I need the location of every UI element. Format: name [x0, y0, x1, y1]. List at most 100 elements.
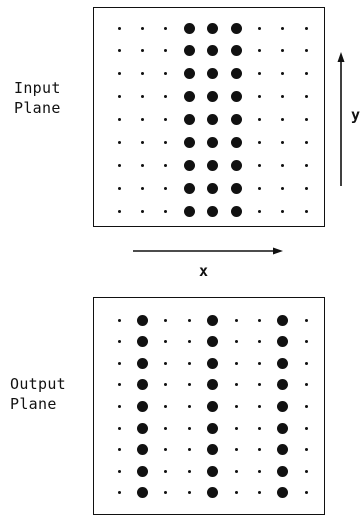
small-dot	[257, 340, 261, 344]
large-dot	[207, 465, 219, 477]
small-dot	[304, 361, 308, 365]
large-dot	[277, 336, 289, 348]
small-dot	[304, 26, 308, 30]
small-dot	[117, 72, 121, 76]
small-dot	[117, 340, 121, 344]
small-dot	[117, 26, 121, 30]
large-dot	[207, 22, 219, 34]
small-dot	[304, 469, 308, 473]
small-dot	[234, 361, 238, 365]
large-dot	[207, 68, 219, 80]
small-dot	[281, 72, 285, 76]
large-dot	[207, 114, 219, 126]
small-dot	[117, 118, 121, 122]
large-dot	[183, 45, 195, 57]
large-dot	[207, 182, 219, 194]
small-dot	[117, 186, 121, 190]
small-dot	[281, 95, 285, 99]
small-dot	[117, 426, 121, 430]
small-dot	[164, 163, 168, 167]
small-dot	[234, 469, 238, 473]
large-dot	[230, 159, 242, 171]
large-dot	[277, 400, 289, 412]
large-dot	[183, 22, 195, 34]
large-dot	[207, 487, 219, 499]
small-dot	[164, 26, 168, 30]
output-plane-grid	[93, 297, 325, 515]
small-dot	[257, 186, 261, 190]
large-dot	[277, 487, 289, 499]
small-dot	[257, 404, 261, 408]
small-dot	[234, 340, 238, 344]
large-dot	[207, 45, 219, 57]
small-dot	[140, 141, 144, 144]
small-dot	[164, 209, 168, 213]
small-dot	[304, 141, 308, 144]
large-dot	[207, 336, 219, 348]
small-dot	[304, 49, 308, 53]
large-dot	[230, 114, 242, 126]
small-dot	[304, 340, 308, 344]
small-dot	[304, 209, 308, 213]
large-dot	[136, 487, 148, 499]
small-dot	[187, 383, 191, 387]
small-dot	[164, 186, 168, 190]
large-dot	[277, 465, 289, 477]
small-dot	[257, 448, 261, 452]
small-dot	[257, 361, 261, 365]
small-dot	[117, 141, 121, 144]
large-dot	[230, 182, 242, 194]
large-dot	[230, 45, 242, 57]
small-dot	[257, 49, 261, 53]
large-dot	[277, 379, 289, 391]
small-dot	[117, 318, 121, 322]
small-dot	[304, 72, 308, 76]
large-dot	[230, 91, 242, 103]
large-dot	[183, 137, 195, 148]
small-dot	[257, 72, 261, 76]
large-dot	[230, 22, 242, 34]
small-dot	[257, 209, 261, 213]
large-dot	[183, 205, 195, 217]
small-dot	[117, 491, 121, 495]
large-dot	[277, 357, 289, 369]
small-dot	[164, 361, 168, 365]
x-axis-arrow	[133, 247, 283, 255]
small-dot	[117, 383, 121, 387]
large-dot	[207, 422, 219, 434]
small-dot	[281, 26, 285, 30]
large-dot	[136, 336, 148, 348]
small-dot	[117, 404, 121, 408]
large-dot	[230, 137, 242, 148]
small-dot	[234, 426, 238, 430]
large-dot	[136, 357, 148, 369]
large-dot	[136, 465, 148, 477]
x-axis-label: x	[199, 262, 209, 280]
small-dot	[164, 72, 168, 76]
input-plane-label: Input Plane	[14, 79, 61, 117]
small-dot	[257, 383, 261, 387]
small-dot	[304, 426, 308, 430]
small-dot	[304, 318, 308, 322]
small-dot	[164, 426, 168, 430]
small-dot	[117, 361, 121, 365]
small-dot	[117, 49, 121, 53]
small-dot	[304, 95, 308, 99]
small-dot	[257, 426, 261, 430]
small-dot	[257, 26, 261, 30]
small-dot	[187, 318, 191, 322]
large-dot	[136, 314, 148, 326]
input-plane-grid	[93, 7, 325, 227]
large-dot	[277, 422, 289, 434]
large-dot	[230, 205, 242, 217]
small-dot	[257, 141, 261, 144]
small-dot	[164, 340, 168, 344]
large-dot	[183, 114, 195, 126]
small-dot	[281, 49, 285, 53]
small-dot	[140, 26, 144, 30]
small-dot	[164, 49, 168, 53]
large-dot	[183, 182, 195, 194]
small-dot	[164, 404, 168, 408]
small-dot	[187, 426, 191, 430]
small-dot	[234, 318, 238, 322]
